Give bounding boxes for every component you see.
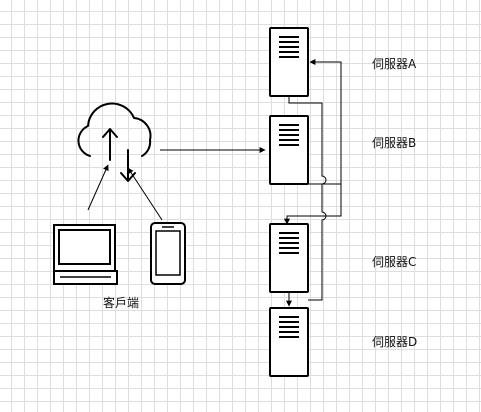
link-laptop-to-cloud — [87, 164, 109, 211]
server-b-icon — [269, 115, 309, 185]
server-a-label: 伺服器A — [372, 57, 417, 71]
laptop-icon — [53, 224, 118, 285]
link-server-a-to-server-c — [288, 96, 327, 301]
cloud-sync-icon — [77, 102, 152, 182]
server-d-label: 伺服器D — [372, 335, 417, 349]
server-a-icon — [269, 27, 309, 97]
connectors — [87, 59, 342, 307]
link-route-to-server-c — [284, 184, 342, 225]
server-d-icon — [269, 307, 309, 377]
link-server-b-to-server-a — [308, 59, 342, 185]
server-b-label: 伺服器B — [372, 136, 416, 150]
server-c-icon — [269, 223, 309, 293]
client-label: 客戶端 — [103, 295, 139, 310]
smartphone-icon — [150, 222, 186, 285]
server-c-label: 伺服器C — [372, 255, 416, 269]
link-phone-to-cloud — [127, 167, 163, 221]
